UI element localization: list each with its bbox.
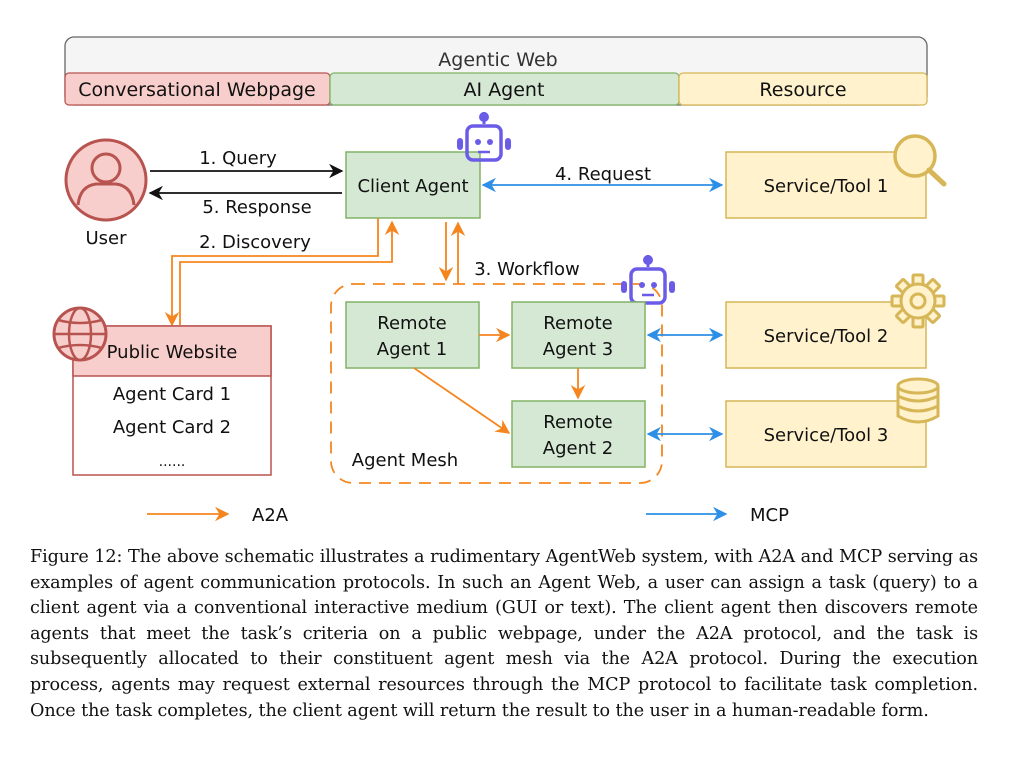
mesh-arrow-1-to-2 <box>413 367 511 434</box>
remote-agent-1-line1: Remote <box>377 313 446 334</box>
remote-agent-1-line2: Agent 1 <box>377 339 447 360</box>
public-website-title: Public Website <box>107 342 238 363</box>
section-label-ai-agent: AI Agent <box>464 79 545 101</box>
legend-mcp-label: MCP <box>750 505 789 526</box>
remote-agent-2-line1: Remote <box>543 412 612 433</box>
service-tool-1-node: Service/Tool 1 <box>725 151 927 219</box>
agent-mesh-boundary <box>330 283 663 484</box>
workflow-label: 3. Workflow <box>474 259 580 280</box>
discovery-arrow-back <box>179 220 400 325</box>
legend-a2a-label: A2A <box>252 505 289 526</box>
remote-agent-3-node: Remote Agent 3 <box>511 301 646 369</box>
client-agent-node: Client Agent <box>345 151 481 219</box>
service-tool-3-node: Service/Tool 3 <box>725 400 927 468</box>
service-tool-3-label: Service/Tool 3 <box>764 425 889 446</box>
remote-agent-3-line1: Remote <box>543 313 612 334</box>
header-title: Agentic Web <box>438 49 557 71</box>
service-tool-2-node: Service/Tool 2 <box>725 301 927 369</box>
client-agent-label: Client Agent <box>357 176 468 197</box>
remote-agent-2-node: Remote Agent 2 <box>511 400 646 468</box>
remote-agent-1-node: Remote Agent 1 <box>345 301 480 369</box>
robot-icon <box>457 112 511 162</box>
agent-card-more: ...... <box>159 454 186 470</box>
header-bar: Agentic Web Conversational Webpage AI Ag… <box>64 36 928 106</box>
remote-agent-2-line2: Agent 2 <box>543 438 613 459</box>
agent-card-1: Agent Card 1 <box>113 384 231 405</box>
user-label: User <box>85 228 127 249</box>
gear-icon <box>890 273 946 329</box>
agent-mesh-label: Agent Mesh <box>352 450 458 471</box>
section-label-conversational-webpage: Conversational Webpage <box>78 79 315 101</box>
globe-icon <box>52 306 108 362</box>
figure-caption: Figure 12: The above schematic illustrat… <box>30 547 978 721</box>
service-tool-2-label: Service/Tool 2 <box>764 326 889 347</box>
discovery-arrow-out <box>164 218 379 327</box>
response-label: 5. Response <box>202 197 311 218</box>
service-tool-1-label: Service/Tool 1 <box>764 176 889 197</box>
section-label-resource: Resource <box>759 79 846 101</box>
search-icon <box>893 134 947 187</box>
discovery-label: 2. Discovery <box>199 232 311 253</box>
database-icon <box>896 377 940 424</box>
robot-icon <box>621 255 675 305</box>
query-label: 1. Query <box>199 148 277 169</box>
remote-agent-3-line2: Agent 3 <box>543 339 613 360</box>
user-icon <box>64 138 148 222</box>
section-resource <box>678 72 928 106</box>
agentic-web-diagram: Agentic Web Conversational Webpage AI Ag… <box>52 36 947 526</box>
request-label: 4. Request <box>555 164 651 185</box>
agent-card-2: Agent Card 2 <box>113 417 231 438</box>
